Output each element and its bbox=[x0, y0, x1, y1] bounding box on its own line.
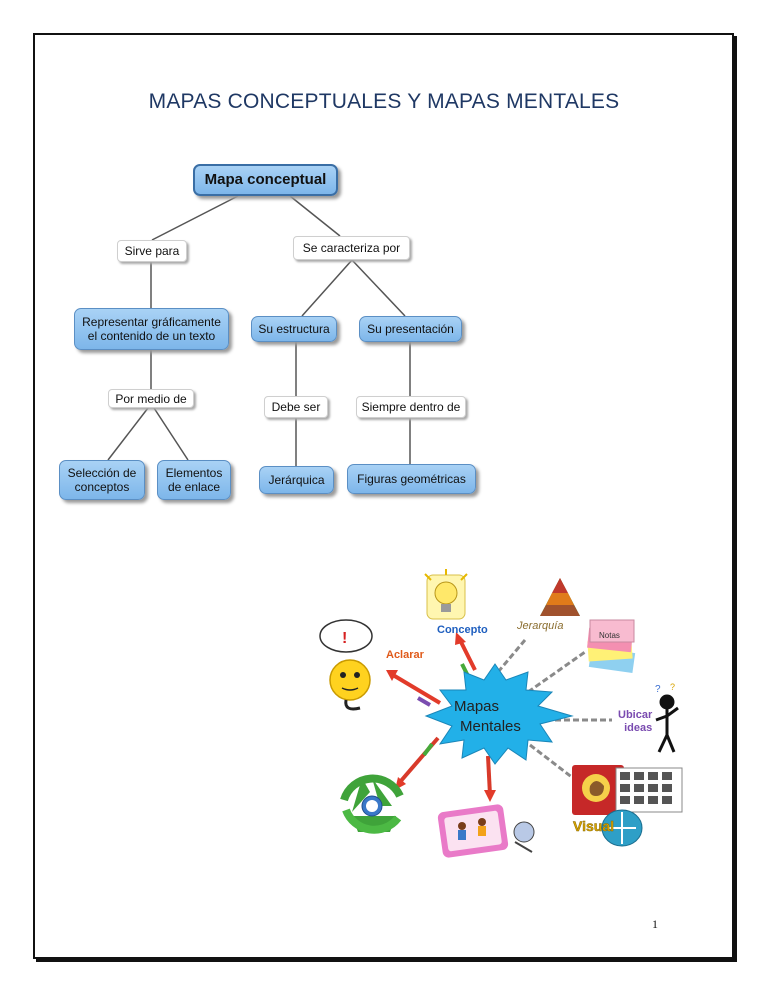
recycle-icon bbox=[340, 774, 404, 834]
branch-concepto: Concepto bbox=[437, 624, 488, 636]
branch-jerarquia: Jerarquía bbox=[517, 620, 564, 632]
node-elementos-line2: de enlace bbox=[167, 480, 221, 494]
link-por-medio-de: Por medio de bbox=[108, 389, 194, 408]
pyramid-icon bbox=[540, 578, 580, 616]
node-representar-line2: el contenido de un texto bbox=[87, 329, 216, 343]
notes-icon bbox=[587, 619, 636, 673]
link-siempre-dentro-de: Siempre dentro de bbox=[356, 396, 466, 418]
svg-text:?: ? bbox=[670, 682, 675, 692]
mind-map-center-line2: Mentales bbox=[460, 718, 521, 735]
node-su-estructura: Su estructura bbox=[251, 316, 337, 342]
svg-text:!: ! bbox=[342, 630, 347, 647]
branch-aclarar: Aclarar bbox=[386, 649, 424, 661]
node-figuras-geometricas: Figuras geométricas bbox=[347, 464, 476, 494]
link-debe-ser: Debe ser bbox=[264, 396, 328, 418]
chain-links bbox=[496, 639, 612, 780]
branch-ubicar-ideas: Ubicar ideas bbox=[618, 709, 652, 735]
node-su-presentacion: Su presentación bbox=[359, 316, 462, 342]
branch-ubicar-line2: ideas bbox=[624, 722, 653, 734]
link-sirve-para: Sirve para bbox=[117, 240, 187, 262]
branch-notas: Notas bbox=[599, 631, 620, 640]
node-elementos-enlace: Elementos de enlace bbox=[157, 460, 231, 500]
arrows bbox=[391, 639, 492, 796]
page-border bbox=[33, 33, 734, 959]
mind-map-center-line1: Mapas bbox=[454, 698, 500, 715]
lightbulb-icon bbox=[424, 569, 468, 620]
node-representar: Representar gráficamente el contenido de… bbox=[74, 308, 229, 350]
branch-visual: Visual bbox=[573, 818, 615, 835]
children-card-icon bbox=[437, 804, 535, 858]
page-number: 1 bbox=[652, 917, 658, 931]
concept-map-root: Mapa conceptual bbox=[193, 164, 338, 196]
question-mark-icon: ? bbox=[655, 684, 661, 695]
node-seleccion-conceptos: Selección de conceptos bbox=[59, 460, 145, 500]
branch-ubicar-line1: Ubicar bbox=[618, 709, 653, 721]
node-seleccion-line1: Selección de bbox=[67, 466, 137, 480]
mind-map-center-label: Mapas Mentales bbox=[454, 697, 544, 737]
thinking-smiley-icon: ! bbox=[319, 619, 373, 711]
node-jerarquica: Jerárquica bbox=[259, 466, 334, 494]
visual-icon bbox=[572, 765, 683, 847]
node-elementos-line1: Elementos bbox=[165, 466, 223, 480]
node-seleccion-line2: conceptos bbox=[74, 480, 130, 494]
link-se-caracteriza-por: Se caracteriza por bbox=[293, 236, 410, 260]
mind-map-starburst bbox=[424, 663, 574, 765]
stick-figure-icon bbox=[655, 694, 679, 753]
page-title: MAPAS CONCEPTUALES Y MAPAS MENTALES bbox=[148, 90, 620, 113]
node-representar-line1: Representar gráficamente bbox=[82, 315, 221, 329]
